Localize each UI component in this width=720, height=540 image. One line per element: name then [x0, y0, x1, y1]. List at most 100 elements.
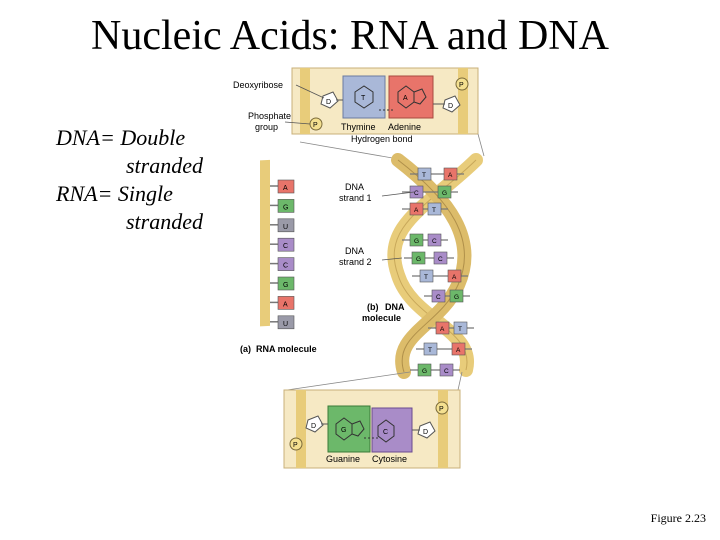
label-dna-molecule: DNA: [385, 302, 405, 312]
guanine-block: [327, 405, 371, 453]
rna-label: RNA molecule: [256, 344, 317, 354]
top-left-backbone: [300, 68, 310, 134]
label-thymine: Thymine: [341, 122, 376, 132]
rna-base-label: C: [283, 263, 288, 270]
bullet-rna: RNA= Single: [56, 181, 173, 206]
dna-base-left: [417, 363, 432, 377]
top-right-deoxyribose-letter: D: [448, 103, 453, 110]
rna-base: [277, 315, 295, 330]
label-cytosine: Cytosine: [372, 454, 407, 464]
dna-base-left: [409, 185, 424, 199]
dna-base-right-label: A: [452, 274, 457, 281]
label-deoxyribose: Deoxyribose: [233, 80, 283, 90]
dna-base-right: [443, 167, 458, 181]
top-phosphate-letter: P: [313, 122, 318, 129]
cytosine-letter: C: [383, 429, 388, 436]
rna-base: [277, 296, 295, 310]
dna-base-left-label: G: [414, 238, 419, 245]
dna-base-left-label: C: [414, 190, 419, 197]
top-right-backbone: [458, 68, 468, 134]
dna-base-left-label: C: [436, 294, 441, 301]
bullet-dna: DNA= Double: [56, 125, 186, 150]
bottom-phosphate-letter: P: [293, 442, 298, 449]
cytosine-ring: [377, 419, 395, 443]
label-phosphate: Phosphate: [248, 111, 291, 121]
bullet-rna-cont: stranded: [126, 209, 203, 234]
dna-base-left: [409, 233, 424, 247]
dna-base-right-label: A: [448, 172, 453, 179]
bottom-right-backbone: [438, 390, 448, 468]
bottom-phosphate-circle: [289, 437, 303, 451]
bullet-text: DNA= Double stranded RNA= Single strande…: [56, 124, 246, 236]
connector-top-right: [477, 133, 485, 157]
label-phosphate-group: group: [255, 122, 278, 132]
thymine-ring: [354, 85, 374, 109]
top-deoxyribose-letter: D: [326, 99, 331, 106]
bottom-deoxyribose-pentagon: [305, 415, 324, 433]
dna-base-right: [447, 269, 462, 283]
bullet-dna-cont: stranded: [126, 153, 203, 178]
dna-base-left: [419, 269, 434, 283]
dna-base-left-label: A: [440, 326, 445, 333]
thymine-letter: T: [361, 95, 366, 102]
dna-base-right-label: G: [454, 294, 459, 301]
dna-base-right: [449, 289, 464, 303]
dna-base-right-label: A: [456, 347, 461, 354]
label-dna-strand1-sub: strand 1: [339, 193, 372, 203]
top-right-deoxyribose-pentagon: [442, 95, 461, 113]
rna-base: [277, 218, 295, 233]
dna-backbone-strand2-edge: [397, 159, 465, 373]
label-dna-strand2-sub: strand 2: [339, 257, 372, 267]
guanine-letter: G: [341, 427, 346, 434]
dna-base-right-label: C: [432, 238, 437, 245]
bottom-right-deoxyribose-letter: D: [423, 429, 428, 436]
label-dna-molecule-prefix: (b): [367, 302, 379, 312]
rna-base-label: U: [283, 224, 288, 231]
dna-base-right: [433, 251, 448, 265]
label-dna-strand1: DNA: [345, 182, 364, 192]
dna-base-left: [409, 202, 424, 216]
dna-base-left-label: A: [414, 207, 419, 214]
guanine-ring2: [351, 420, 365, 437]
pointer-phosphate: [284, 121, 311, 125]
dna-base-right-label: C: [444, 368, 449, 375]
label-hydrogen-bond: Hydrogen bond: [351, 134, 413, 144]
dna-base-right-label: T: [432, 207, 436, 214]
dna-base-left-label: T: [428, 347, 432, 354]
rna-base: [277, 276, 295, 291]
top-right-phosphate-letter: P: [459, 82, 464, 89]
dna-base-right-label: C: [438, 256, 443, 263]
label-guanine: Guanine: [326, 454, 360, 464]
bottom-right-deoxyribose-pentagon: [417, 421, 436, 439]
rna-backbone: [260, 159, 270, 327]
label-adenine: Adenine: [388, 122, 421, 132]
dna-base-left-label: G: [422, 368, 427, 375]
slide-title: Nucleic Acids: RNA and DNA: [91, 13, 609, 59]
top-pair-panel: P P D D T A: [291, 67, 479, 135]
rna-base: [277, 257, 295, 271]
top-deoxyribose-pentagon: [320, 91, 339, 109]
pointer-strand2: [381, 257, 403, 261]
rna-base-label: G: [283, 204, 288, 211]
top-right-phosphate-circle: [455, 77, 469, 91]
connector-bottom-right: [457, 371, 463, 391]
dna-base-right: [453, 321, 468, 335]
dna-base-left: [411, 251, 426, 265]
bottom-deoxyribose-letter: D: [311, 423, 316, 430]
label-dna-strand2: DNA: [345, 246, 364, 256]
connector-top-left: [299, 141, 405, 161]
dna-base-left: [417, 167, 432, 181]
dna-base-right: [427, 202, 442, 216]
adenine-ring2: [413, 88, 427, 105]
pointer-strand1: [381, 191, 415, 197]
pointer-deoxyribose: [295, 84, 325, 99]
dna-base-left-label: G: [416, 256, 421, 263]
dna-base-right-label: T: [458, 326, 462, 333]
rna-base-label: A: [283, 185, 288, 192]
bottom-pair-panel: P P D D G C: [283, 389, 461, 469]
rna-base-label: A: [283, 301, 288, 308]
bottom-right-phosphate-letter: P: [439, 406, 444, 413]
